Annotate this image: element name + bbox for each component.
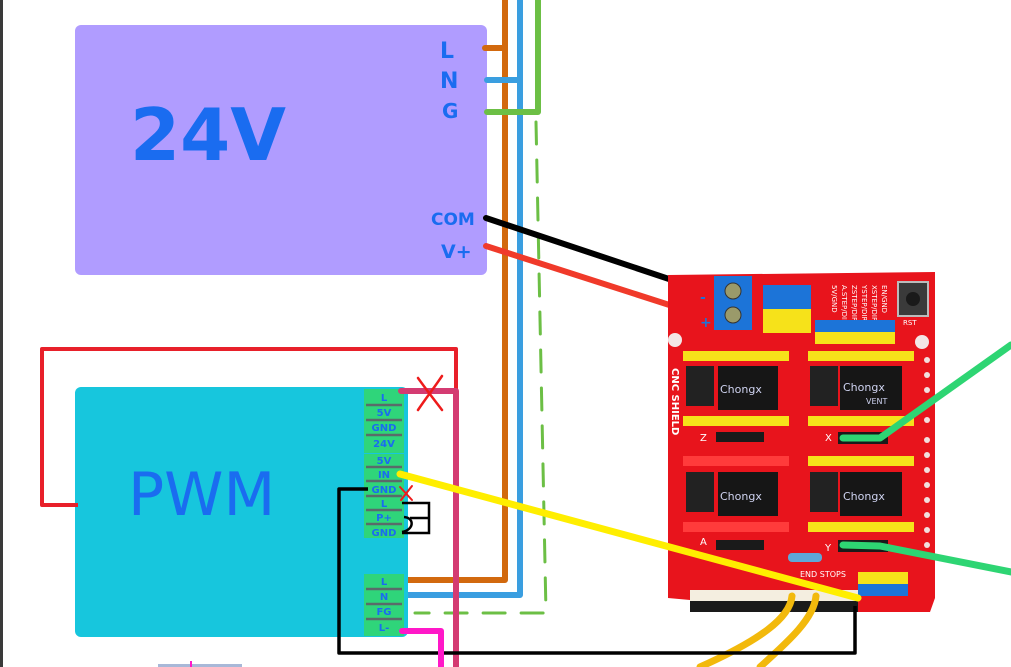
jumper-row-yellow[interactable] (815, 332, 895, 344)
jumper-row-blue[interactable] (815, 320, 895, 332)
capacitors: Chongx Chongx VENT Chongx Chongx (686, 366, 902, 516)
pwm-upper-terminal-labels: L 5V GND 24V (372, 393, 397, 450)
svg-text:EN/GND: EN/GND (880, 285, 888, 313)
driver-header (683, 351, 789, 361)
jumper-header-blue[interactable] (763, 285, 811, 309)
pwm-module[interactable]: PWM L 5V GND 24V 5V IN GND L P+ GND L N … (75, 387, 408, 637)
svg-text:A.STEP/DIR: A.STEP/DIR (840, 285, 848, 324)
polarity-plus: + (700, 315, 712, 331)
mains-wiring (399, 0, 548, 615)
svg-text:P+: P+ (376, 513, 392, 524)
wire-l-minus[interactable] (399, 628, 444, 667)
terminal-label-g: G (442, 99, 458, 123)
end-stops-label: END STOPS (800, 570, 846, 579)
mount-hole (915, 335, 929, 349)
pwm-middle-terminal-labels: 5V IN GND L P+ GND (372, 456, 397, 539)
svg-text:L: L (381, 393, 388, 404)
svg-text:GND: GND (372, 485, 397, 496)
end-stops-header-black[interactable] (690, 601, 858, 612)
pwm-lower-terminal-labels: L N FG L- (376, 577, 391, 634)
svg-text:N: N (380, 592, 388, 603)
wire-motor-y[interactable] (839, 541, 1011, 576)
bracket-hook (401, 515, 413, 534)
driver-header (683, 416, 789, 426)
svg-text:24V: 24V (373, 439, 395, 450)
svg-text:L: L (381, 577, 388, 588)
svg-text:ZSTEP/DIR: ZSTEP/DIR (850, 285, 858, 322)
terminal-separators (366, 403, 402, 621)
motor-connector-a[interactable] (716, 540, 764, 550)
terminal-label-vplus: V+ (441, 241, 472, 263)
wire-pwm-loop[interactable] (40, 347, 458, 507)
wire-n-trunk[interactable] (399, 0, 523, 598)
end-stops-header-white[interactable] (690, 590, 858, 601)
pwm-module-label: PWM (128, 460, 275, 530)
driver-label-x: X (825, 433, 832, 444)
driver-header (808, 456, 914, 466)
driver-label-a: A (700, 537, 707, 548)
reset-label: RST (903, 319, 917, 327)
svg-text:5V/GND: 5V/GND (830, 285, 838, 313)
driver-header (683, 456, 789, 466)
jumper-header-yellow[interactable] (763, 309, 811, 333)
wire-endstop-2[interactable] (756, 592, 820, 667)
terminal-label-com: COM (431, 210, 475, 230)
power-supply-body (75, 25, 487, 275)
wire-endstop-1[interactable] (696, 592, 796, 667)
driver-header (808, 416, 914, 426)
driver-header (808, 522, 914, 532)
wire-ground-loop[interactable] (337, 487, 857, 655)
driver-header (683, 522, 789, 532)
driver-label-z: Z (700, 433, 707, 444)
terminal-screw (724, 282, 742, 300)
driver-label-y: Y (824, 543, 832, 554)
motor-connector-z[interactable] (716, 432, 764, 442)
svg-text:IN: IN (378, 470, 390, 481)
svg-text:GND: GND (372, 528, 397, 539)
cnc-shield[interactable]: - + EN/GND XSTEP/DIR YSTEP/DIR ZSTEP/DIR… (668, 272, 935, 612)
svg-text:L: L (381, 499, 388, 510)
terminal-screw (724, 306, 742, 324)
power-supply-label: 24V (130, 93, 286, 177)
cnc-shield-label: CNC SHIELD (669, 368, 680, 435)
svg-text:L-: L- (379, 623, 390, 634)
mount-hole (668, 333, 682, 347)
wire-l-trunk[interactable] (399, 0, 508, 583)
svg-text:XSTEP/DIR: XSTEP/DIR (870, 285, 878, 322)
terminal-label-n: N (440, 69, 458, 94)
svg-text:Chongx: Chongx (720, 383, 762, 396)
resistor (788, 553, 822, 562)
power-supply[interactable]: 24V L N G COM V+ (75, 25, 487, 275)
wire-motor-x[interactable] (839, 341, 1011, 442)
gnd-cross-mark (399, 485, 413, 501)
partial-component (158, 664, 242, 667)
spindle-header-blue[interactable] (858, 584, 908, 596)
svg-text:5V: 5V (377, 408, 392, 419)
svg-text:FG: FG (376, 607, 391, 618)
svg-text:Chongx: Chongx (843, 381, 885, 394)
reset-button-cap (906, 292, 920, 306)
driver-header (808, 351, 914, 361)
svg-text:5V: 5V (377, 456, 392, 467)
terminal-label-l: L (440, 39, 454, 64)
wire-pwm-l[interactable] (398, 388, 459, 667)
svg-text:VENT: VENT (866, 397, 888, 406)
wire-g[interactable] (484, 0, 541, 115)
disconnect-cross-mark (416, 374, 444, 412)
svg-text:Chongx: Chongx (720, 490, 762, 503)
pwm-module-body (75, 387, 408, 637)
spindle-header-yellow[interactable] (858, 572, 908, 584)
svg-text:YSTEP/DIR: YSTEP/DIR (860, 284, 868, 321)
wire-signal-in[interactable] (396, 470, 862, 602)
canvas-left-border (0, 0, 3, 667)
svg-text:GND: GND (372, 423, 397, 434)
polarity-minus: - (700, 290, 706, 306)
jumper-labels: EN/GND XSTEP/DIR YSTEP/DIR ZSTEP/DIR A.S… (830, 284, 888, 324)
svg-text:Chongx: Chongx (843, 490, 885, 503)
